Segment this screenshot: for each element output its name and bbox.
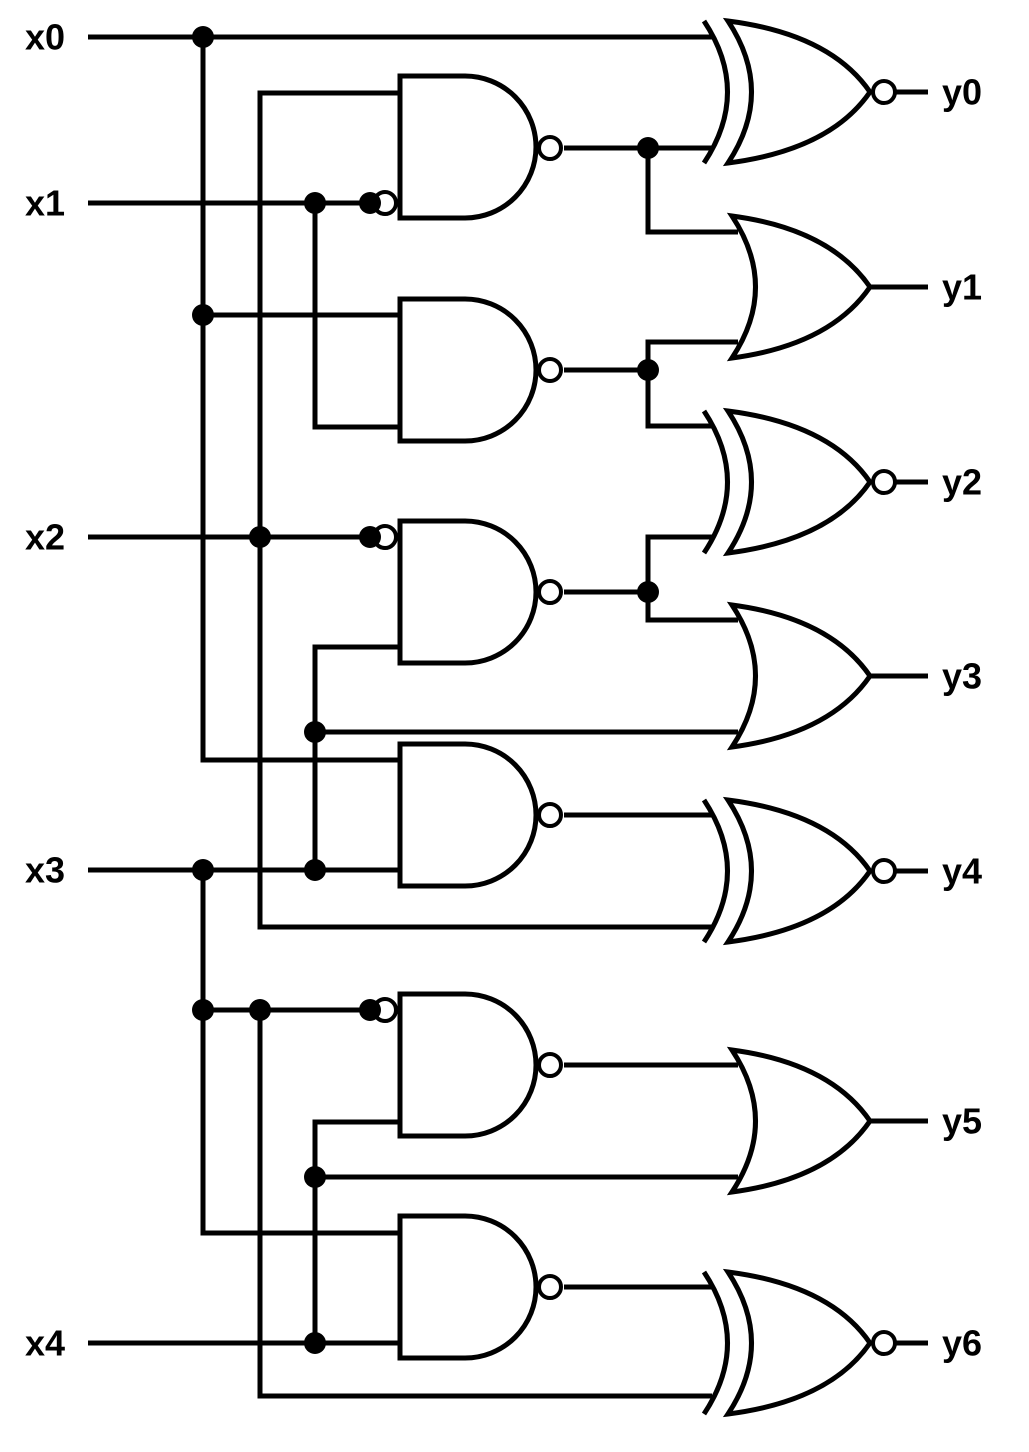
input-label-x1: x1: [25, 183, 65, 224]
junction-dot: [304, 1166, 326, 1188]
xnor-gate-y0-output-bubble: [871, 79, 897, 105]
nand-gates: [372, 73, 563, 1361]
nand-gate-4: [397, 741, 563, 889]
nand-gate-5: [372, 991, 563, 1139]
xnor-gate-y0: [701, 17, 897, 167]
wire-x4-up: [312, 1119, 400, 1343]
nand-gate-1-output-bubble: [537, 135, 563, 161]
junction-dot: [304, 1332, 326, 1354]
nand-gate-2: [397, 296, 563, 444]
nand-gate-6: [397, 1213, 563, 1361]
xnor-gate-y4-output-bubble: [871, 858, 897, 884]
junction-dot: [192, 304, 214, 326]
input-label-x4: x4: [25, 1323, 65, 1364]
junction-dot: [304, 192, 326, 214]
xnor-gate-y4-extra-curve: [701, 798, 730, 944]
wire-x3-drop: [200, 870, 400, 1236]
or-gate-y1: [726, 212, 874, 362]
xnor-gate-y2-extra-curve: [701, 409, 730, 555]
wire-nand3-to-or-y3: [645, 592, 738, 623]
input-label-x0: x0: [25, 17, 65, 58]
input-label-x3: x3: [25, 850, 65, 891]
output-label-y1: y1: [942, 267, 982, 308]
junction-dot: [359, 999, 381, 1021]
junction-dot: [359, 526, 381, 548]
output-label-y0: y0: [942, 72, 982, 113]
or-gate-y3: [726, 601, 874, 751]
junction-dot: [304, 859, 326, 881]
xnor-gate-y6-output-bubble: [871, 1330, 897, 1356]
nand-gate-3: [372, 518, 563, 666]
wire-nand2-to-or-y1: [645, 339, 738, 370]
nand-gate-5-output-bubble: [537, 1052, 563, 1078]
junction-dot: [304, 721, 326, 743]
junction-dot: [637, 359, 659, 381]
output-label-y5: y5: [942, 1101, 982, 1142]
xnor-gate-y6-extra-curve: [701, 1270, 730, 1416]
xnor-gates: [701, 17, 897, 1418]
junction-dots: [192, 26, 659, 1354]
or-gate-y5: [726, 1046, 874, 1196]
nand-gate-4-output-bubble: [537, 802, 563, 828]
junction-dot: [192, 999, 214, 1021]
wire-x4-bottom: [257, 1010, 712, 1399]
output-label-y2: y2: [942, 462, 982, 503]
xnor-gate-y2: [701, 407, 897, 557]
wire-x2-down: [257, 537, 712, 930]
xnor-gate-y4: [701, 796, 897, 946]
wire-nand3-to-xnor-y2: [645, 534, 712, 592]
xnor-gate-y0-extra-curve: [701, 19, 730, 165]
wire-x1-to-nand2: [312, 203, 400, 430]
nand-gate-1: [372, 73, 563, 221]
or-gates: [726, 212, 874, 1196]
nand-gate-3-output-bubble: [537, 579, 563, 605]
junction-dot: [249, 526, 271, 548]
junction-dot: [192, 859, 214, 881]
xnor-gate-y6: [701, 1268, 897, 1418]
junction-dot: [192, 26, 214, 48]
input-label-x2: x2: [25, 517, 65, 558]
wire-x2-vertical: [257, 90, 400, 537]
junction-dot: [249, 999, 271, 1021]
wire-nand1-to-or-y1: [645, 148, 738, 235]
wire-x3-to-nand3: [312, 644, 400, 870]
junction-dot: [359, 192, 381, 214]
nand-gate-6-output-bubble: [537, 1274, 563, 1300]
junction-dot: [637, 137, 659, 159]
output-label-y4: y4: [942, 851, 982, 892]
wires: [88, 34, 928, 1399]
junction-dot: [637, 581, 659, 603]
wire-x0-vertical: [200, 37, 400, 763]
output-label-y3: y3: [942, 656, 982, 697]
output-label-y6: y6: [942, 1323, 982, 1364]
nand-gate-2-output-bubble: [537, 357, 563, 383]
xnor-gate-y2-output-bubble: [871, 469, 897, 495]
wire-nand2-to-xnor-y2: [645, 370, 712, 429]
